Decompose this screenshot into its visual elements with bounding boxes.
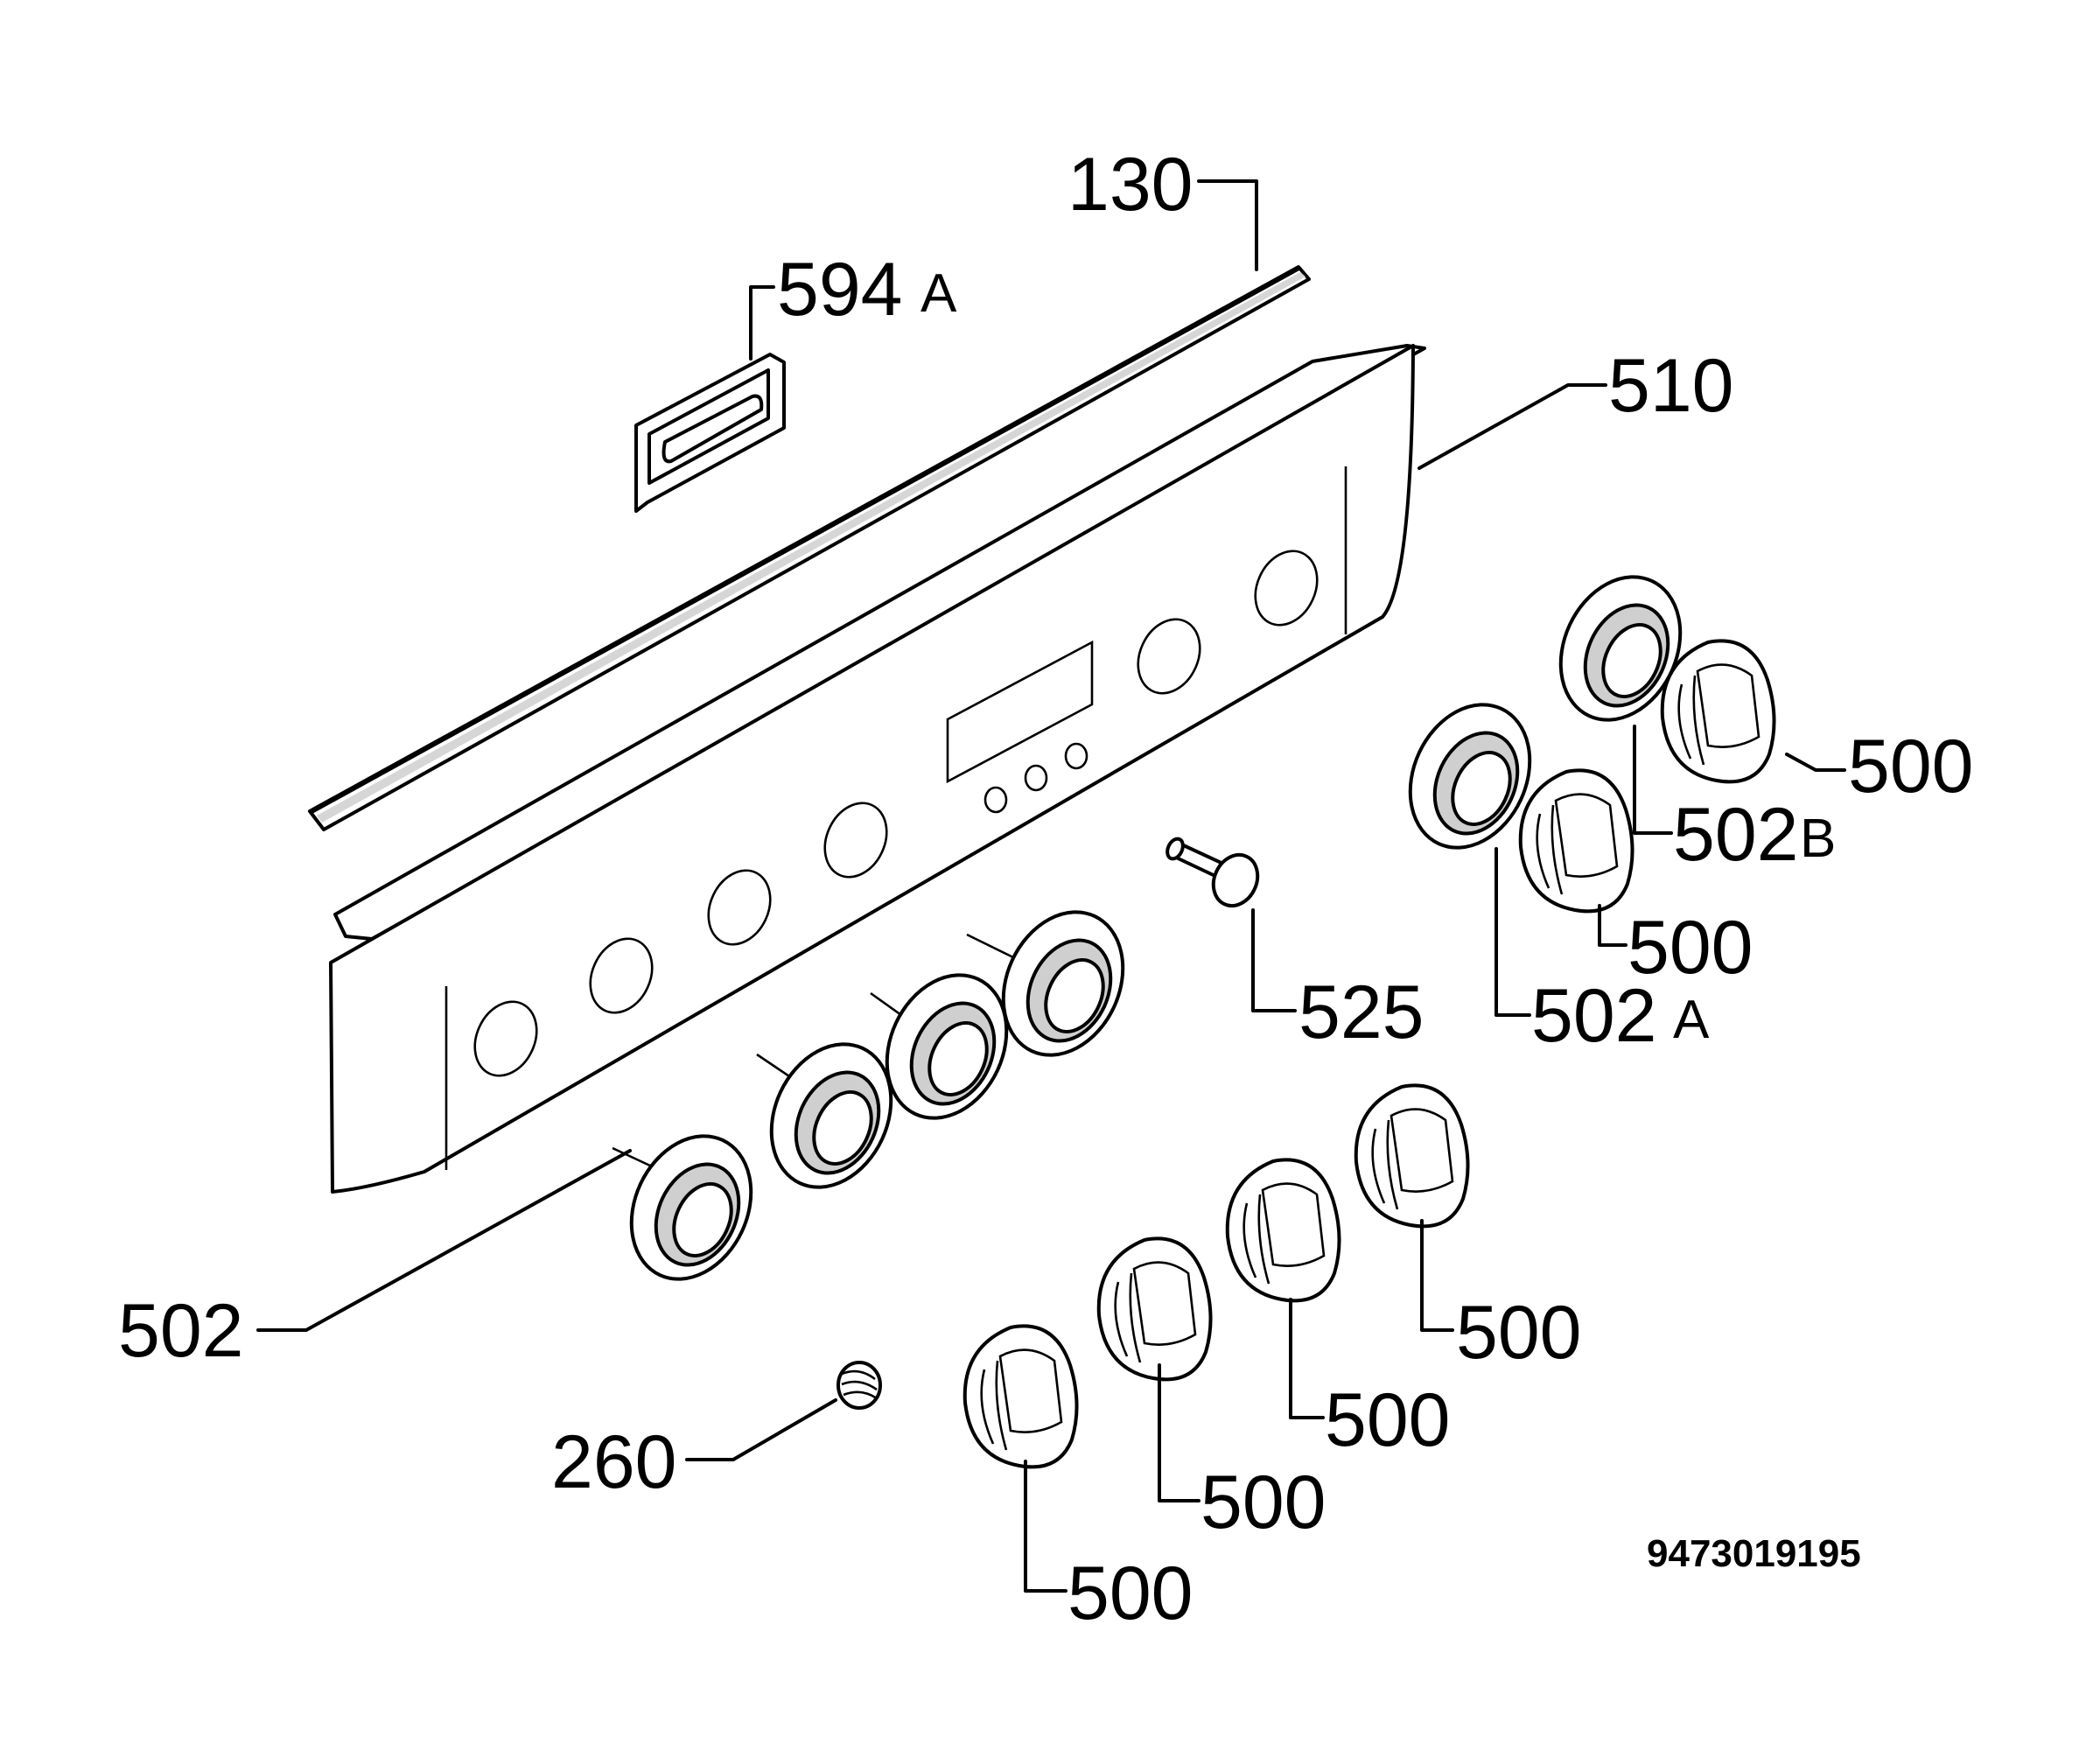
knob-500-a (1660, 639, 1776, 784)
knob-500-e (1096, 1236, 1213, 1382)
leader-500-f (1024, 1460, 1068, 1593)
callout-500-b: 500 (1628, 906, 1754, 990)
knob-500-b (1518, 768, 1634, 914)
leader-260 (685, 1398, 837, 1461)
callout-labels: 130 594 A 510 500 502 B 500 525 502 A 50… (118, 143, 1974, 1635)
callout-502a-suffix: A (1673, 990, 1710, 1050)
leader-594a (749, 285, 775, 361)
leader-130 (1197, 179, 1258, 271)
callout-594a: 594 (777, 248, 903, 332)
leader-500-b (1598, 904, 1628, 947)
leader-510 (1418, 383, 1607, 470)
leader-500-a (1785, 753, 1846, 772)
knob-500-c (1354, 1083, 1470, 1229)
callout-502b: 502 (1673, 793, 1799, 877)
callout-502b-suffix: B (1800, 809, 1836, 869)
leader-502b (1633, 725, 1673, 835)
leader-500-d (1289, 1298, 1325, 1419)
callout-130: 130 (1068, 143, 1194, 227)
part-260-spring (836, 1361, 882, 1410)
part-500-knobs (962, 639, 1776, 1469)
callout-500-c: 500 (1456, 1291, 1582, 1375)
leader-502 (256, 1149, 632, 1332)
part-510-control-panel (329, 344, 1426, 1194)
callout-260: 260 (551, 1420, 677, 1504)
drawing-number: 9473019195 (1647, 1532, 1861, 1575)
part-502-bezels (612, 910, 1125, 1281)
callout-525: 525 (1298, 970, 1424, 1054)
part-502a-bezel (1408, 703, 1532, 850)
leader-500-e (1158, 1363, 1200, 1502)
part-594a-bracket (634, 353, 786, 513)
bezel-502-2 (769, 1042, 893, 1189)
part-502b-bezel (1558, 575, 1683, 722)
callout-500-d: 500 (1325, 1378, 1451, 1462)
callout-594a-suffix: A (920, 263, 957, 324)
callout-500-f: 500 (1068, 1551, 1194, 1635)
bezel-502-1 (629, 1134, 753, 1281)
leader-lines (256, 179, 1846, 1593)
bezel-502-3 (885, 973, 1009, 1120)
knob-500-d (1225, 1158, 1341, 1303)
leader-500-c (1420, 1219, 1454, 1332)
callout-502a: 502 (1531, 974, 1657, 1058)
part-525-pin (1166, 837, 1260, 908)
bezel-502-4 (1001, 910, 1125, 1057)
callout-510: 510 (1608, 344, 1734, 428)
callout-500-e: 500 (1200, 1460, 1326, 1544)
callout-502: 502 (118, 1289, 244, 1373)
leader-525 (1251, 908, 1297, 1012)
callout-500-a: 500 (1848, 725, 1974, 809)
leader-502a (1494, 847, 1531, 1017)
part-130-trim-strip (308, 265, 1311, 831)
knob-500-f (962, 1324, 1079, 1469)
